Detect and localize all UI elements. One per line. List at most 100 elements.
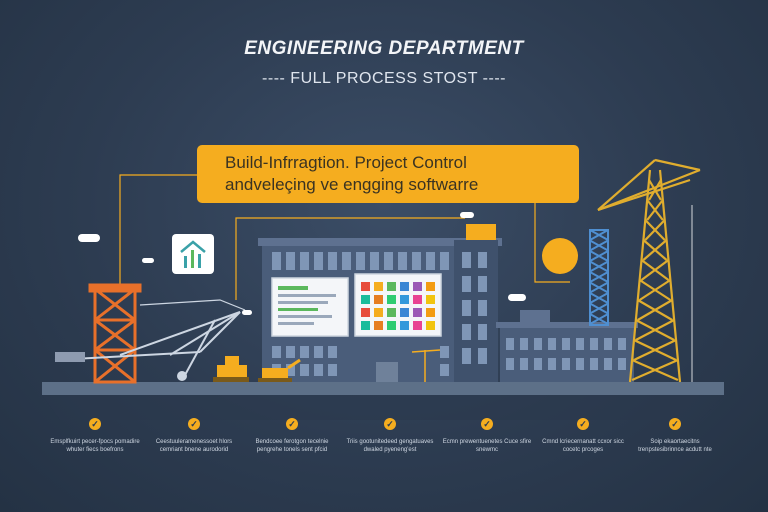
- building-window: [576, 338, 584, 350]
- building-window: [342, 252, 351, 270]
- step-description: Soip ekaortaecitns trenpstesibrinnce acd…: [638, 439, 712, 453]
- building-window: [462, 252, 471, 268]
- check-badge-icon: ✓: [286, 418, 298, 430]
- app-tile: [400, 282, 409, 291]
- app-tile: [413, 321, 422, 330]
- sun-icon: [542, 238, 578, 274]
- app-tile: [413, 295, 422, 304]
- cloud-icon: [142, 258, 154, 263]
- building-window: [286, 364, 295, 376]
- building-window: [426, 252, 435, 270]
- building-window: [618, 338, 626, 350]
- excavator-icon: [258, 358, 301, 382]
- step-description: Ecmn prewentuenetes Cuce sfire snewmc: [442, 439, 532, 453]
- process-arrow: [139, 299, 246, 311]
- app-tile: [426, 308, 435, 317]
- step-description: Cmnd lcriecernanatt ccxor sicc cocetc pr…: [542, 439, 624, 453]
- step-description: Bendcoee ferotgon tecelnie pengrehe tone…: [255, 439, 329, 453]
- app-tile: [387, 282, 396, 291]
- page-title: ENGINEERING DEPARTMENT: [244, 38, 524, 59]
- building-window: [440, 346, 449, 358]
- building-window: [618, 358, 626, 370]
- check-badge-icon: ✓: [89, 418, 101, 430]
- building-window: [462, 348, 471, 364]
- check-badge-icon: ✓: [384, 418, 396, 430]
- building-window: [328, 364, 337, 376]
- building-window: [272, 252, 281, 270]
- building-window: [328, 346, 337, 358]
- building-window: [604, 358, 612, 370]
- app-tile: [387, 295, 396, 304]
- tower-crane-icon: [597, 158, 701, 383]
- building-window: [314, 346, 323, 358]
- bulldozer-icon: [213, 356, 249, 382]
- building-window: [286, 346, 295, 358]
- building-window: [384, 252, 393, 270]
- process-banner: Build-Infrragtion. Project Control andve…: [197, 145, 579, 203]
- house-chart-icon: [172, 234, 214, 274]
- building-window: [562, 358, 570, 370]
- building-window: [286, 252, 295, 270]
- app-tile: [374, 321, 383, 330]
- building-window: [314, 252, 323, 270]
- building-window: [506, 358, 514, 370]
- app-tile: [374, 308, 383, 317]
- building-window: [478, 252, 487, 268]
- building-window: [506, 338, 514, 350]
- app-tile: [426, 282, 435, 291]
- app-tile: [413, 308, 422, 317]
- building-window: [462, 276, 471, 292]
- app-tile: [361, 282, 370, 291]
- mini-tower-crane-icon: [411, 349, 441, 382]
- cloud-icon: [508, 294, 526, 301]
- building-window: [300, 252, 309, 270]
- cloud-icon: [242, 310, 252, 315]
- step-description: Ceestuuleramenessoet hlors cemriant bnen…: [155, 439, 233, 453]
- app-tile: [400, 295, 409, 304]
- building-window: [370, 252, 379, 270]
- warehouse-building-icon: [496, 310, 638, 382]
- building-window: [328, 252, 337, 270]
- building-window: [548, 338, 556, 350]
- cloud-icon: [78, 234, 100, 242]
- app-tile: [361, 295, 370, 304]
- building-window: [356, 252, 365, 270]
- app-tile: [400, 321, 409, 330]
- building-window: [576, 358, 584, 370]
- scaffold-tower-icon: [88, 283, 142, 384]
- building-window: [462, 300, 471, 316]
- building-window: [478, 324, 487, 340]
- building-window: [534, 338, 542, 350]
- building-window: [548, 358, 556, 370]
- check-badge-icon: ✓: [481, 418, 493, 430]
- page-subtitle: ---- FULL PROCESS STOST ----: [262, 70, 506, 87]
- building-window: [412, 252, 421, 270]
- building-window: [462, 324, 471, 340]
- check-badge-icon: ✓: [669, 418, 681, 430]
- boom-crane-icon: [54, 311, 241, 381]
- building-window: [478, 276, 487, 292]
- building-windows: [272, 252, 487, 376]
- lattice-mast-icon: [589, 229, 609, 326]
- building-window: [272, 346, 281, 358]
- app-tile: [374, 282, 383, 291]
- app-tile: [374, 295, 383, 304]
- building-window: [604, 338, 612, 350]
- building-window: [398, 252, 407, 270]
- building-window: [534, 358, 542, 370]
- ground-shadow: [42, 395, 724, 420]
- app-tile: [387, 321, 396, 330]
- banner-line-2: andveleçing ve engging softwarre: [225, 175, 479, 194]
- building-window: [562, 338, 570, 350]
- building-window: [590, 338, 598, 350]
- building-window: [590, 358, 598, 370]
- building-window: [300, 364, 309, 376]
- app-tile: [413, 282, 422, 291]
- check-badge-icon: ✓: [577, 418, 589, 430]
- building-window: [314, 364, 323, 376]
- app-tile: [387, 308, 396, 317]
- building-window: [478, 348, 487, 364]
- app-tile: [426, 321, 435, 330]
